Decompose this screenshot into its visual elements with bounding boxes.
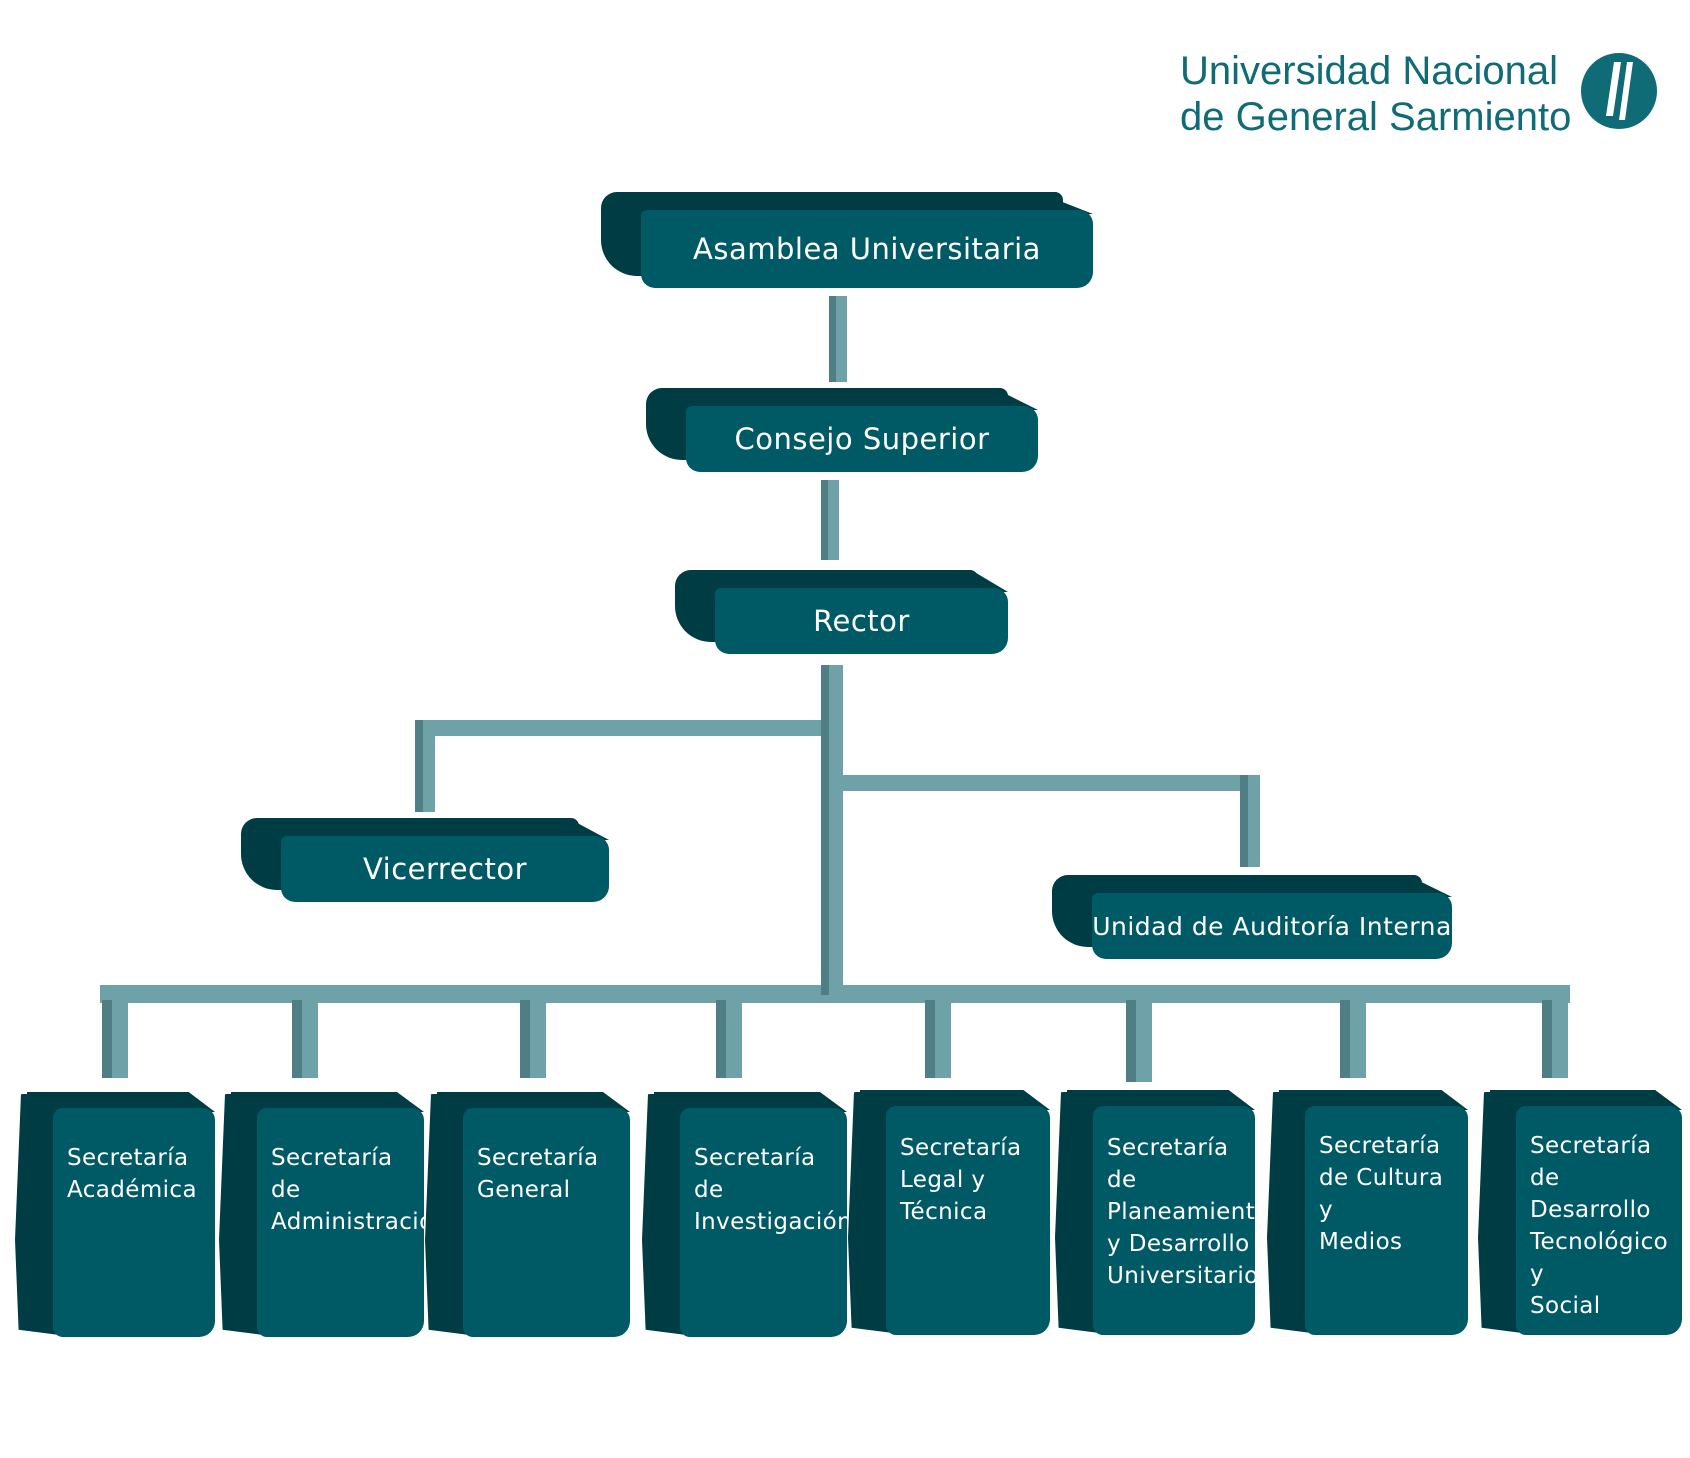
ungs-logo-icon <box>1581 53 1657 129</box>
node-asamblea-label: Asamblea Universitaria <box>641 210 1093 288</box>
logo-line-2: de General Sarmiento <box>1180 95 1572 139</box>
secretaria-box-1: Secretaría Académica <box>15 1092 215 1337</box>
node-asamblea-universitaria: Asamblea Universitaria <box>601 192 1093 288</box>
node-rector: Rector <box>675 570 1008 654</box>
node-consejo-label: Consejo Superior <box>686 406 1038 472</box>
node-vicerrector-label: Vicerrector <box>281 836 609 902</box>
node-auditoria-label: Unidad de Auditoría Interna <box>1092 893 1452 959</box>
node-consejo-superior: Consejo Superior <box>646 388 1038 472</box>
secretaria-label-2: Secretaría de Administración <box>271 1145 449 1235</box>
secretaria-label-4: Secretaría de Investigación <box>694 1145 853 1235</box>
node-auditoria-interna: Unidad de Auditoría Interna <box>1052 875 1452 959</box>
secretaria-label-8: Secretaría de Desarrollo Tecnológico y S… <box>1530 1133 1669 1319</box>
secretaria-box-5: Secretaría Legal y Técnica <box>848 1090 1050 1335</box>
connector-secretarias-bus <box>100 985 1570 1003</box>
university-logo-text: Universidad Nacional de General Sarmient… <box>1180 48 1571 140</box>
secretaria-label-3: Secretaría General <box>477 1145 599 1203</box>
secretaria-label-7: Secretaría de Cultura y Medios <box>1319 1133 1444 1255</box>
secretaria-label-1: Secretaría Académica <box>67 1145 197 1203</box>
secretaria-box-3: Secretaría General <box>425 1092 630 1337</box>
secretaria-box-6: Secretaría de Planeamiento y Desarrollo … <box>1055 1090 1270 1335</box>
secretaria-box-2: Secretaría de Administración <box>219 1092 449 1337</box>
connector-auditoria-horizontal <box>843 775 1260 791</box>
secretaria-label-5: Secretaría Legal y Técnica <box>900 1135 1022 1225</box>
node-rector-label: Rector <box>715 588 1008 654</box>
secretaria-box-4: Secretaría de Investigación <box>642 1092 853 1337</box>
connector-vicerrector-horizontal <box>415 720 835 736</box>
secretaria-label-6: Secretaría de Planeamiento y Desarrollo … <box>1107 1135 1270 1289</box>
secretaria-box-7: Secretaría de Cultura y Medios <box>1267 1090 1468 1335</box>
secretaria-box-8: Secretaría de Desarrollo Tecnológico y S… <box>1478 1090 1682 1335</box>
node-vicerrector: Vicerrector <box>241 818 609 902</box>
logo-line-1: Universidad Nacional <box>1180 49 1558 93</box>
